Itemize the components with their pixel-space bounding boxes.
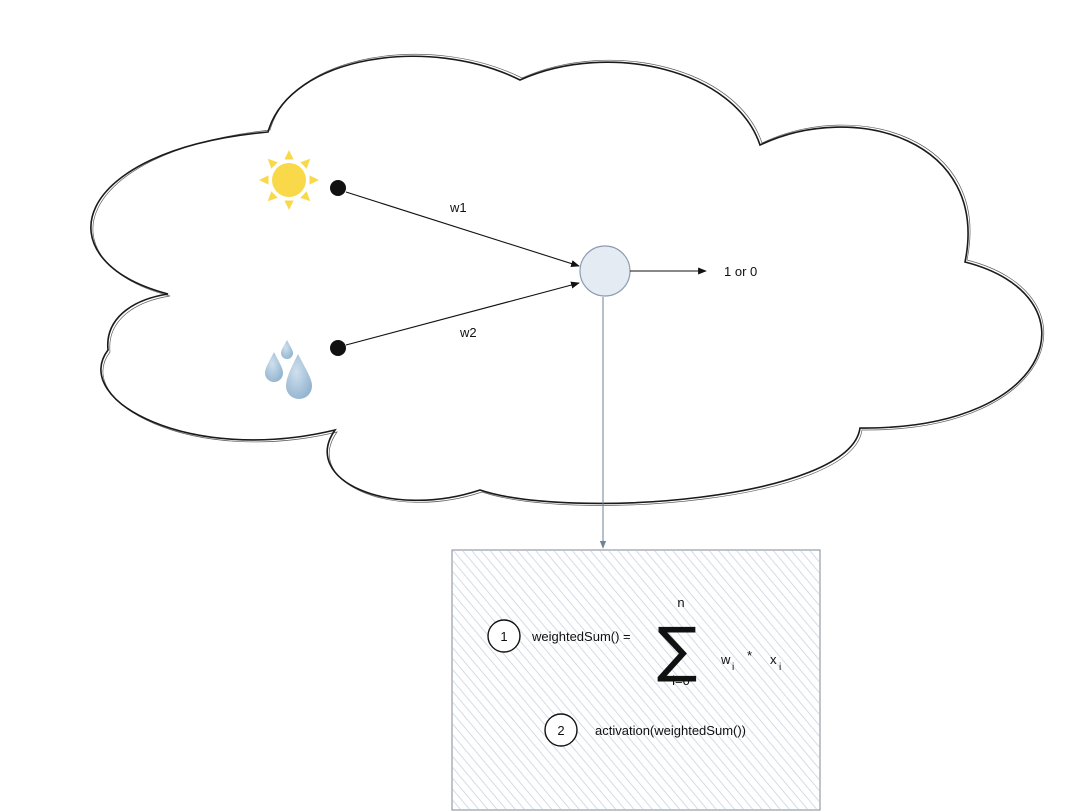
- sun-ray: [300, 158, 311, 169]
- sun-ray: [284, 200, 294, 210]
- cloud-boundary-sketch: [92, 54, 1045, 506]
- formula-box: [451, 549, 821, 811]
- term-x: x: [770, 652, 777, 667]
- input-node-rain: [330, 340, 346, 356]
- multiply-operator: *: [747, 648, 752, 663]
- sun-ray: [259, 175, 269, 185]
- sun-ray: [284, 150, 294, 160]
- term-w-subscript: i: [732, 662, 734, 673]
- term-x-subscript: i: [779, 662, 781, 673]
- cloud-boundary: [90, 55, 1043, 505]
- sun-ray: [309, 175, 319, 185]
- raindrops-icon: [265, 340, 312, 399]
- sun-ray: [300, 191, 311, 202]
- input-node-sun: [330, 180, 346, 196]
- weight-label-w2: w2: [459, 325, 477, 340]
- sigma-symbol: ∑: [657, 615, 697, 685]
- sun-ray: [267, 191, 278, 202]
- step-1-number: 1: [500, 629, 507, 644]
- step-2-number: 2: [557, 723, 564, 738]
- sum-upper-limit: n: [677, 595, 684, 610]
- output-label: 1 or 0: [724, 264, 757, 279]
- step-1-badge: [487, 619, 521, 653]
- term-w: w: [720, 652, 731, 667]
- step-1-text: weightedSum() =: [531, 629, 631, 644]
- weight-label-w1: w1: [449, 200, 467, 215]
- sum-lower-limit: i=0: [672, 673, 690, 688]
- edge-w2: [345, 281, 580, 346]
- neuron-node: [579, 245, 631, 297]
- step-2-badge: [544, 713, 578, 747]
- sun-icon: [259, 150, 319, 210]
- step-2-text: activation(weightedSum()): [595, 723, 746, 738]
- edge-w1: [345, 191, 580, 267]
- sun-ray: [267, 158, 278, 169]
